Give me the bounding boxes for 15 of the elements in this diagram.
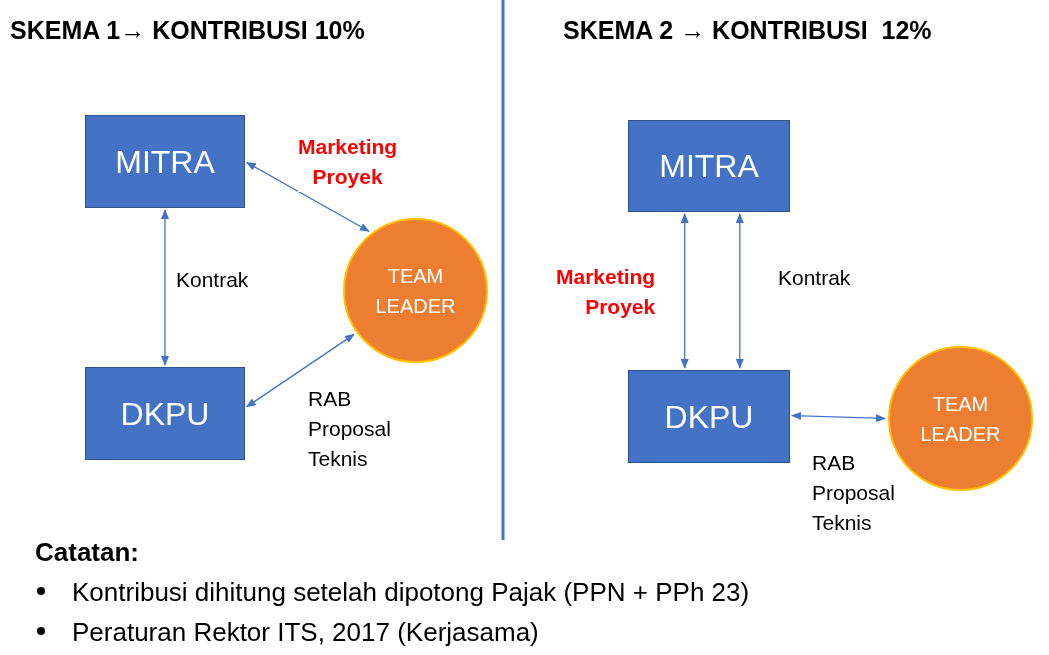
note-item: Peraturan Rektor ITS, 2017 (Kerjasama)	[72, 616, 539, 649]
note-item: Kontribusi dihitung setelah dipotong Pajak (PPN + PPh 23)	[72, 576, 750, 609]
entity-box: DKPU	[628, 370, 790, 463]
entity-box: MITRA	[628, 120, 790, 212]
double-arrow	[245, 161, 370, 232]
double-arrow	[735, 213, 744, 369]
entity-box: MITRA	[85, 115, 245, 208]
scheme-heading: SKEMA 2 → KONTRIBUSI 12%	[563, 15, 932, 46]
double-arrow	[245, 333, 355, 408]
double-arrow	[791, 411, 886, 423]
scheme-heading: SKEMA 1→ KONTRIBUSI 10%	[10, 15, 365, 46]
double-arrow	[680, 213, 689, 369]
notes-heading: Catatan:	[35, 536, 139, 569]
double-arrow	[161, 209, 169, 366]
entity-box: DKPU	[85, 367, 245, 460]
